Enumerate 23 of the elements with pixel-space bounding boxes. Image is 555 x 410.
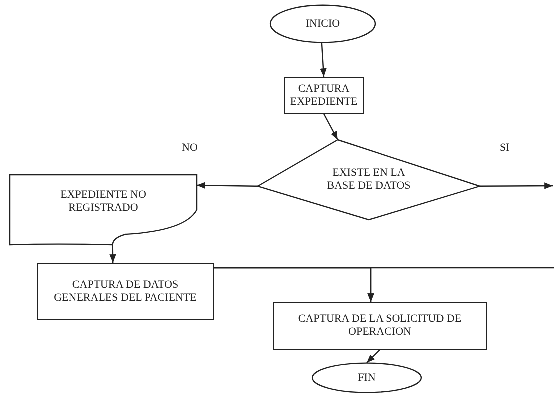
arrow [323, 114, 338, 140]
process-box [37, 263, 214, 320]
process-box [273, 302, 487, 350]
node-label: EXISTE EN LA BASE DE DATOS [326, 167, 412, 193]
node-label: INICIO [306, 18, 340, 30]
node-label: CAPTURA DE LA SOLICITUD DE OPERACION [297, 313, 463, 339]
end-ellipse [312, 363, 422, 393]
node-label: EXPEDIENTE NO REGISTRADO [60, 189, 148, 215]
arrow [320, 42, 327, 78]
start-ellipse [270, 5, 376, 43]
edge-label: NO [180, 143, 200, 154]
node-label: CAPTURA DE DATOS GENERALES DEL PACIENTE [53, 278, 198, 304]
node-label: CAPTURA EXPEDIENTE [289, 82, 359, 108]
arrow [110, 245, 116, 263]
decision-diamond [258, 140, 480, 220]
arrow [480, 182, 553, 190]
process-box [284, 77, 364, 114]
document-shape [10, 175, 197, 245]
edge-label: SI [498, 143, 512, 154]
arrow [366, 350, 380, 364]
arrow [197, 182, 258, 189]
arrow [368, 267, 554, 302]
node-label: FIN [358, 372, 376, 384]
